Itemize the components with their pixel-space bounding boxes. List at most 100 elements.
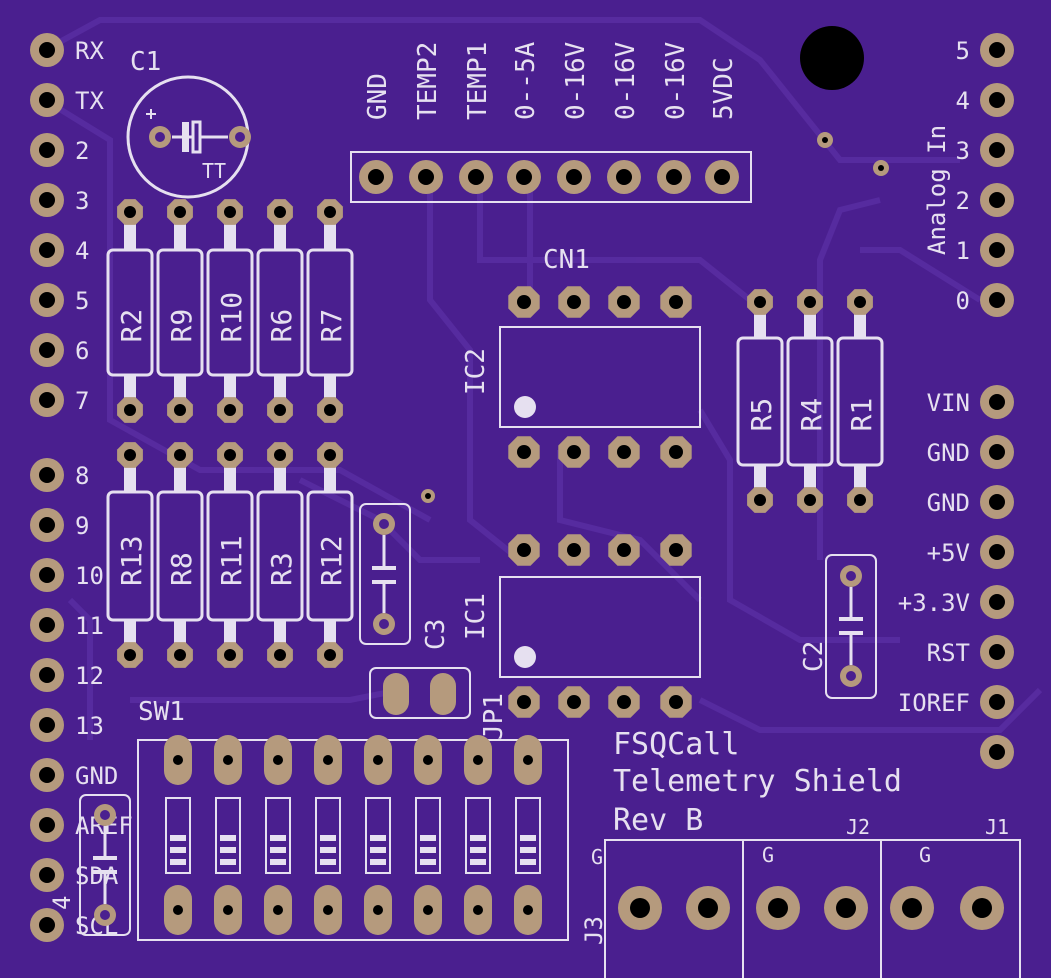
ic2-pin	[660, 436, 692, 468]
resistor-label: R5	[745, 398, 778, 432]
resistor-label: R12	[315, 535, 348, 586]
title-line-1: FSQCall	[613, 727, 739, 762]
sw1-switch-mark	[470, 859, 486, 865]
ic1-pin	[660, 686, 692, 718]
resistor-pad	[267, 397, 293, 423]
analog-header-label: 5	[956, 37, 970, 65]
terminal-pad	[686, 886, 730, 930]
ic1-pin	[558, 534, 590, 566]
ic2-pin	[608, 286, 640, 318]
ic2-chip: IC2	[461, 326, 701, 428]
left-header-pin	[30, 233, 64, 267]
corner-number-label: 4	[48, 896, 76, 910]
resistor-pad	[317, 642, 343, 668]
sensor-header-label: 5VDC	[709, 57, 739, 120]
j3-label: J3	[580, 916, 608, 945]
ic1-chip: IC1	[461, 576, 701, 678]
resistor-pad	[797, 289, 823, 315]
sw1-pad-hole	[423, 905, 433, 915]
terminal-pad	[960, 886, 1004, 930]
sw1-switch[interactable]	[365, 797, 391, 874]
resistor-pad	[317, 442, 343, 468]
power-header-label: +5V	[927, 539, 970, 567]
analog-header-label: 0	[956, 287, 970, 315]
resistor-label: R7	[315, 309, 348, 343]
sw1-switch[interactable]	[515, 797, 541, 874]
sw1-switch-mark	[370, 859, 386, 865]
sw1-pad-hole	[373, 755, 383, 765]
sw1-switch[interactable]	[315, 797, 341, 874]
left-header-pin	[30, 133, 64, 167]
sw1-switch[interactable]	[265, 797, 291, 874]
capacitor-c3: C3	[359, 503, 451, 650]
g-label: G	[919, 843, 931, 867]
power-header-pin	[980, 635, 1014, 669]
power-header-pin	[980, 385, 1014, 419]
ic2-pin	[558, 286, 590, 318]
sw1-switch[interactable]	[215, 797, 241, 874]
power-header-label: GND	[927, 439, 970, 467]
analog-header-pin	[980, 133, 1014, 167]
analog-header-pin	[980, 83, 1014, 117]
sensor-header-label: TEMP1	[463, 42, 493, 120]
resistor-pad	[747, 289, 773, 315]
analog-header-label: 2	[956, 187, 970, 215]
ic1-pin	[558, 686, 590, 718]
left-header-label: 9	[75, 512, 89, 540]
resistor-pad	[167, 199, 193, 225]
left-header-label: 5	[75, 287, 89, 315]
sw1-pad-hole	[473, 905, 483, 915]
sw1-switch[interactable]	[465, 797, 491, 874]
power-header-pin	[980, 585, 1014, 619]
ic2-label: IC2	[461, 348, 491, 395]
via	[878, 165, 884, 171]
sensor-header-label: 0-16V	[661, 42, 691, 120]
capacitor-c1: C1 TT	[126, 47, 251, 199]
analog-header-pin	[980, 233, 1014, 267]
resistor-pad	[317, 397, 343, 423]
resistor: R8	[156, 467, 204, 643]
power-header-pin	[980, 485, 1014, 519]
resistor: R6	[256, 224, 304, 398]
sw1-switch-mark	[320, 847, 336, 853]
resistor-pad	[847, 289, 873, 315]
sw1-switch-mark	[220, 835, 236, 841]
sensor-header-pin	[459, 160, 493, 194]
resistor: R13	[106, 467, 154, 643]
resistor-pad	[167, 442, 193, 468]
sensor-header-pin	[359, 160, 393, 194]
analog-header-label: 1	[956, 237, 970, 265]
left-header-label: TX	[75, 87, 104, 115]
sw1-switch[interactable]	[165, 797, 191, 874]
resistor-pad	[217, 442, 243, 468]
sw1-switch-mark	[320, 835, 336, 841]
sw1-switch-mark	[520, 847, 536, 853]
sw1-pad-hole	[223, 905, 233, 915]
resistor-label: R1	[845, 398, 878, 432]
left-header-label: 7	[75, 387, 89, 415]
ic1-label: IC1	[461, 593, 491, 640]
sensor-header-pin	[657, 160, 691, 194]
sw1-switch[interactable]	[415, 797, 441, 874]
left-header-label: 4	[75, 237, 89, 265]
resistor: R12	[306, 467, 354, 643]
title-line-2: Telemetry Shield	[613, 764, 902, 799]
jumper-jp1: JP1	[369, 667, 509, 740]
sw1-switch-mark	[270, 835, 286, 841]
sw1-switch-mark	[420, 835, 436, 841]
sw1-switch-mark	[220, 847, 236, 853]
ic2-pin	[508, 436, 540, 468]
sw1-switch-mark	[270, 859, 286, 865]
resistor: R4	[786, 314, 834, 488]
ic2-pin	[558, 436, 590, 468]
sensor-header-pin	[705, 160, 739, 194]
resistor-pad	[167, 397, 193, 423]
left-header-label: 8	[75, 462, 89, 490]
left-header-pin	[30, 333, 64, 367]
resistor-label: R2	[115, 309, 148, 343]
left-header-pin	[30, 283, 64, 317]
sensor-header-label: TEMP2	[413, 42, 443, 120]
analog-header-pin	[980, 283, 1014, 317]
